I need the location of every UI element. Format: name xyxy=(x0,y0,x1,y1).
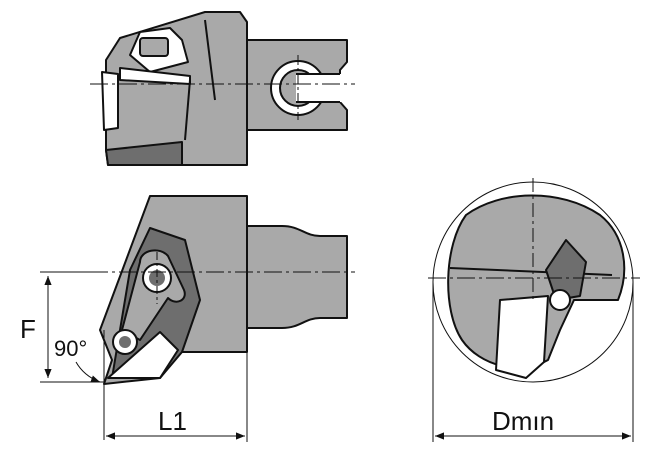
end-view-flat xyxy=(449,267,613,276)
coupling-slot xyxy=(296,74,346,102)
end-view-body xyxy=(447,194,626,369)
angle-arc xyxy=(75,361,101,383)
top-head-dark-face xyxy=(105,141,183,166)
dim-l1-label: L1 xyxy=(158,406,187,436)
dim-dmin-label: Dmın xyxy=(492,406,554,436)
top-insert xyxy=(101,71,119,131)
dim-f-label: F xyxy=(20,314,36,344)
front-shank xyxy=(246,225,348,329)
end-view-insert xyxy=(495,295,549,379)
front-insert xyxy=(107,331,179,379)
angle-label: 90° xyxy=(54,336,87,361)
top-screw xyxy=(139,37,169,57)
end-view-screw xyxy=(549,289,571,311)
top-view xyxy=(101,11,348,166)
front-view xyxy=(99,195,348,385)
